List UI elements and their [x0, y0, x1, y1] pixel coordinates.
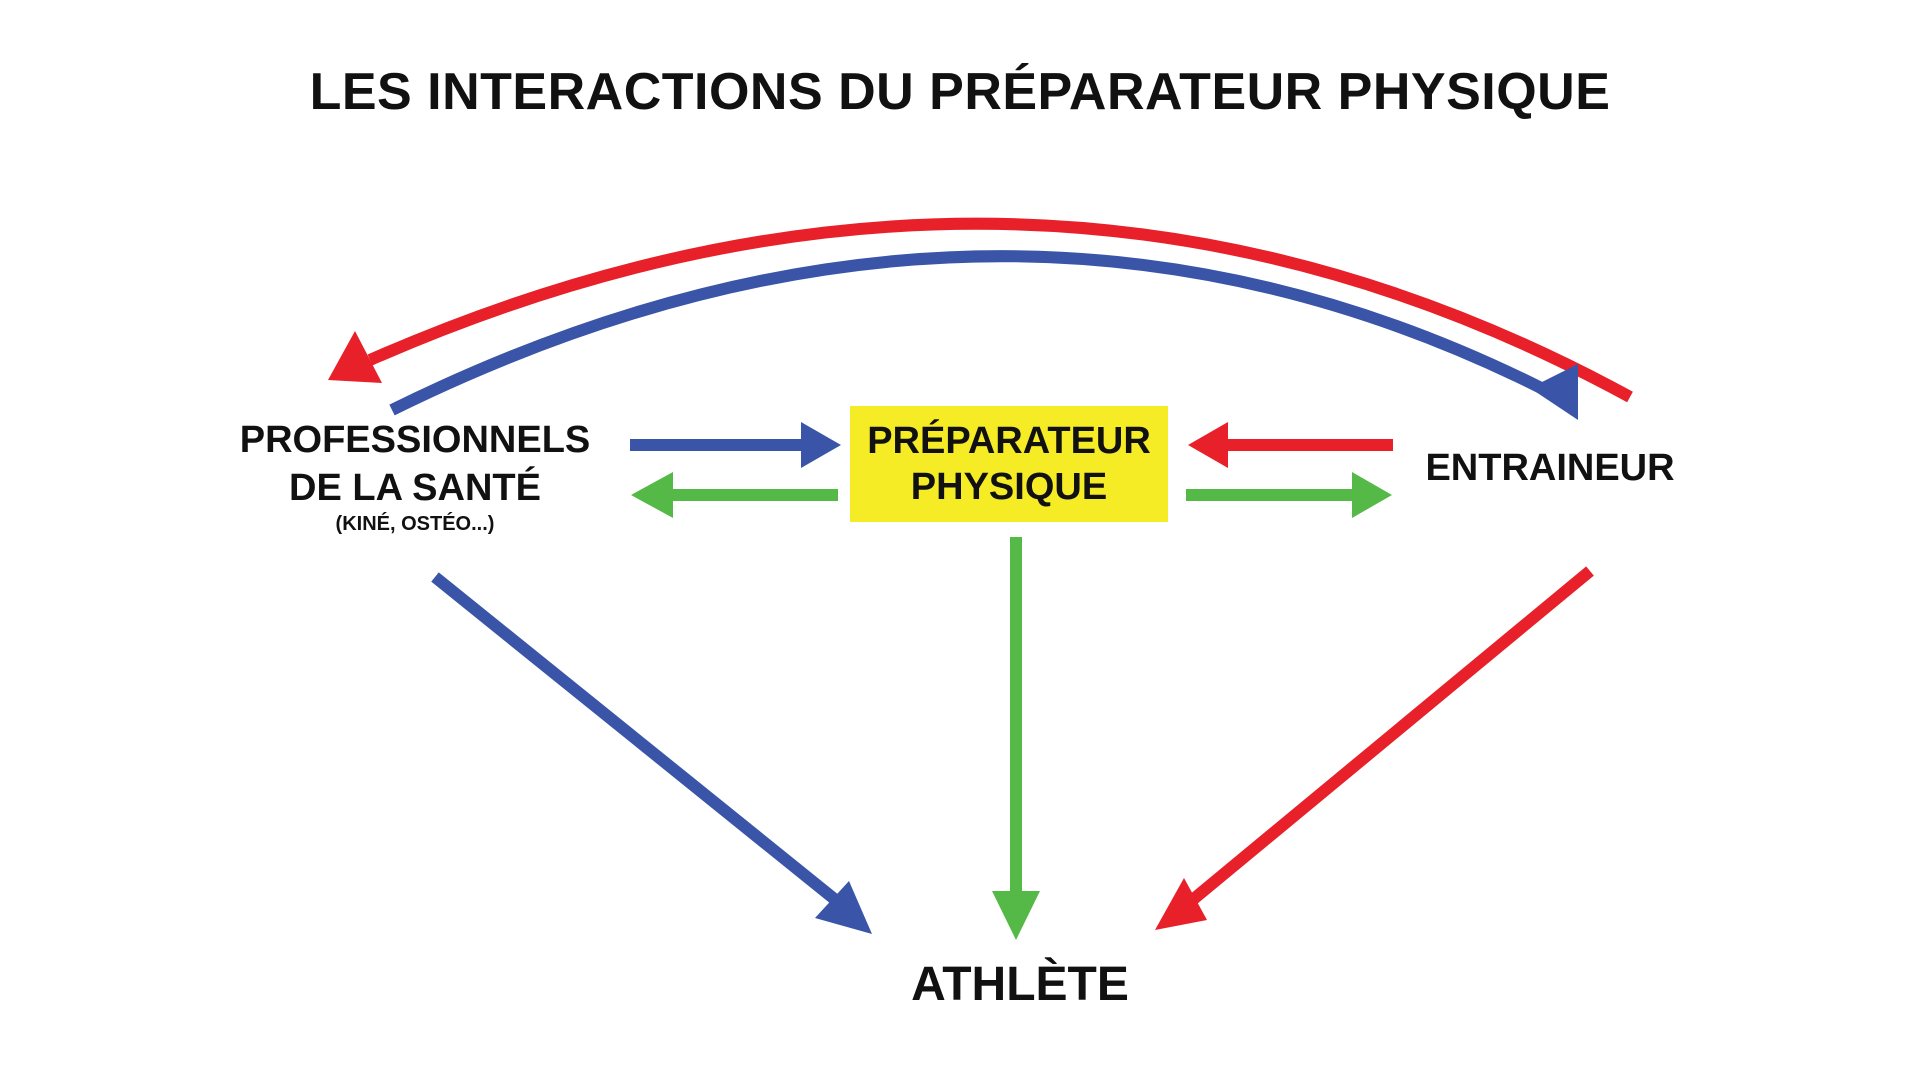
arrowhead-coach-to-athlete [1155, 878, 1207, 930]
arrowhead-coach-to-health [328, 331, 382, 383]
diagram-title: LES INTERACTIONS DU PRÉPARATEUR PHYSIQUE [309, 63, 1611, 121]
node-center-line2: PHYSIQUE [910, 466, 1108, 508]
arrowhead-health-to-coach [1530, 364, 1578, 420]
node-health-line1: PROFESSIONNELS [239, 419, 591, 461]
node-coach: ENTRAINEUR [1425, 447, 1675, 489]
arrow-health-to-coach [389, 250, 1558, 416]
arrowhead-center-to-coach [1352, 472, 1392, 518]
arrowhead-health-to-center [801, 422, 841, 468]
arrow-health-to-athlete [431, 572, 847, 911]
node-health-line2: DE LA SANTÉ [289, 467, 541, 509]
node-athlete: ATHLÈTE [911, 958, 1129, 1011]
node-physical-trainer: PRÉPARATEUR PHYSIQUE [850, 406, 1168, 522]
arrowhead-center-to-health [631, 472, 673, 518]
arrowhead-coach-to-center [1188, 422, 1228, 468]
node-health-professionals: PROFESSIONNELS DE LA SANTÉ (KINÉ, OSTÉO.… [205, 416, 625, 536]
arrow-coach-to-athlete [1186, 566, 1594, 907]
node-center-line1: PRÉPARATEUR [867, 420, 1151, 462]
node-health-sub: (KINÉ, OSTÉO...) [335, 513, 495, 535]
arrow-coach-to-health [367, 217, 1633, 403]
arrowhead-center-to-athlete [992, 891, 1040, 940]
arrowhead-health-to-athlete [815, 881, 872, 934]
